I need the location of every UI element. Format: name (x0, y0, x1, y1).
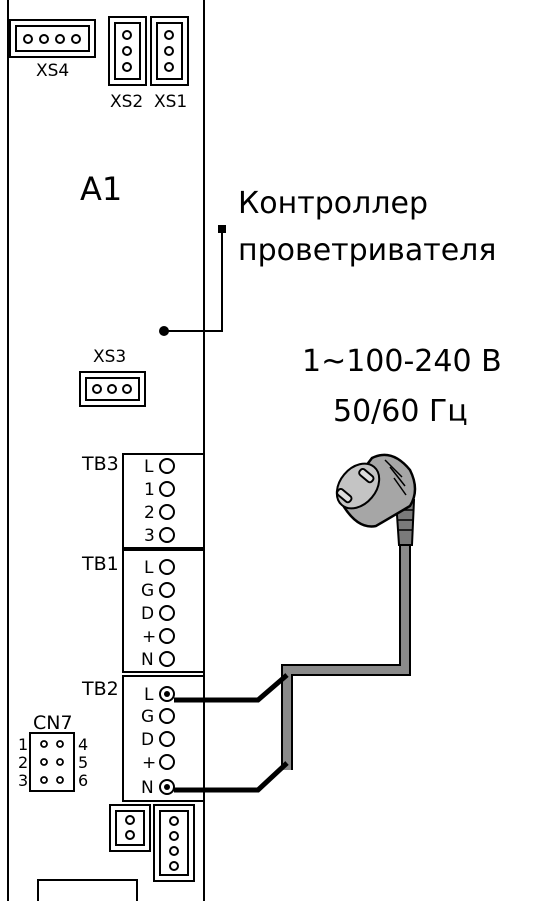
connector-xs2-label: XS2 (110, 92, 143, 112)
tb3-label: TB3 (81, 453, 119, 475)
terminal-block-tb2: TB2 L G D + N (81, 675, 205, 802)
terminal-block-tb3: TB3 L 1 2 3 (81, 453, 205, 549)
tb1-terminal (159, 582, 175, 598)
tb1-terminal (159, 605, 175, 621)
tb1-pin-label: L (144, 558, 154, 578)
cn7-pin-label: 6 (78, 771, 88, 790)
tb1-terminal (159, 628, 175, 644)
board-label: A1 (80, 170, 122, 208)
power-frequency-label: 50/60 Гц (333, 394, 468, 429)
connector-bottom-4pin (153, 804, 195, 882)
power-plug-icon (335, 453, 417, 546)
callout-label-line2: проветривателя (238, 233, 496, 268)
callout-leader (159, 225, 226, 336)
connector-xs1: XS1 (150, 16, 189, 112)
tb2-pin-label: D (141, 730, 154, 750)
connector-xs4: XS4 (9, 19, 96, 81)
cn7-pin-label: 1 (18, 735, 28, 754)
tb3-pin-label: L (144, 457, 154, 477)
tb2-terminal-l (159, 686, 175, 702)
tb2-terminal (159, 754, 175, 770)
tb2-pin-label: G (141, 707, 154, 727)
connector-xs3: XS3 (79, 347, 146, 407)
callout-label-line1: Контроллер (238, 186, 428, 221)
tb2-terminal (159, 708, 175, 724)
tb3-terminal (159, 504, 175, 520)
tb3-pin-label: 1 (144, 480, 155, 500)
power-voltage-label: 1~100-240 В (302, 344, 502, 379)
connector-cn7: CN7 1 2 3 4 5 6 (18, 712, 88, 792)
cn7-pin-label: 4 (78, 735, 88, 754)
tb3-terminal (159, 527, 175, 543)
connector-xs4-label: XS4 (36, 61, 69, 81)
connector-xs1-label: XS1 (154, 92, 187, 112)
tb3-terminal (159, 481, 175, 497)
connector-xs3-label: XS3 (93, 347, 126, 367)
connector-bottom-2pin (109, 804, 151, 852)
tb2-pin-label: L (144, 685, 154, 705)
power-cable (281, 540, 411, 770)
tb1-pin-label: D (141, 604, 154, 624)
tb2-pin-label: N (141, 778, 154, 798)
tb2-terminal-n (159, 779, 175, 795)
connector-xs2: XS2 (108, 16, 147, 112)
wire-to-tb2 (174, 673, 289, 793)
tb2-label: TB2 (81, 678, 119, 700)
tb1-pin-label: N (141, 650, 154, 670)
tb1-pin-label: G (141, 581, 154, 601)
tb3-terminal (159, 458, 175, 474)
tb1-terminal (159, 559, 175, 575)
tb1-label: TB1 (81, 553, 119, 575)
connector-cn7-label: CN7 (33, 712, 73, 734)
tb3-pin-label: 2 (144, 503, 155, 523)
tb2-pin-label: + (142, 753, 156, 773)
tb1-pin-label: + (142, 627, 156, 647)
tb2-terminal (159, 731, 175, 747)
terminal-block-tb1: TB1 L G D + N (81, 549, 205, 673)
tb3-pin-label: 3 (144, 526, 155, 546)
cn7-pin-label: 2 (18, 753, 28, 772)
tb1-terminal (159, 651, 175, 667)
cn7-pin-label: 5 (78, 753, 88, 772)
bottom-module (37, 879, 138, 901)
cn7-pin-label: 3 (18, 771, 28, 790)
